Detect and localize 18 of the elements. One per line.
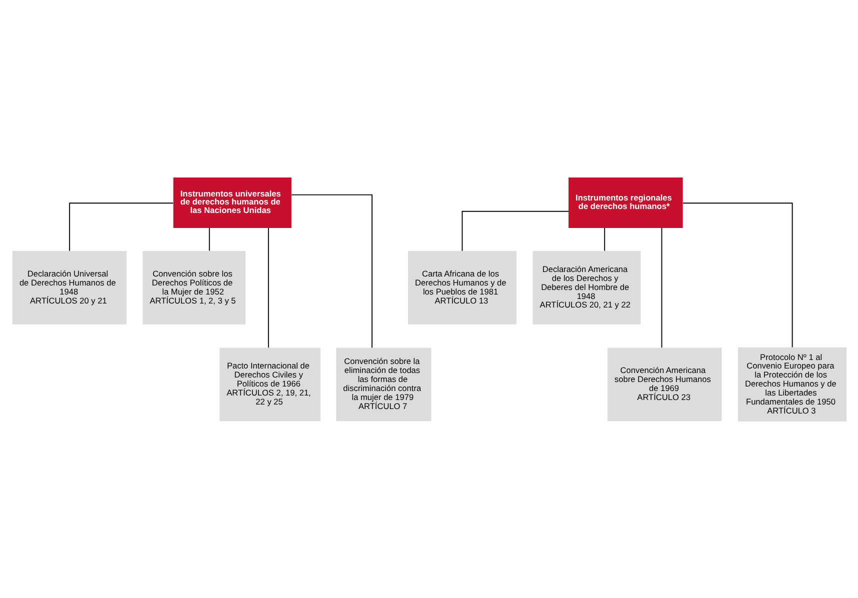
node-box: Instrumentos universales de derechos humanos de las Naciones Unidas (172, 177, 291, 228)
connector (208, 227, 210, 251)
node-box: Protocolo Nº 1 al Convenio Europeo para la Protección de los Derechos Humanos y de las Libertades Fundamentales de 1950 ARTÍCULO 3 (738, 346, 846, 421)
connector (68, 202, 174, 251)
node-box: Declaración Universal de Derechos Humanos de 1948 ARTÍCULOS 20 y 21 (12, 250, 126, 324)
connector (267, 227, 268, 348)
node-box: Pacto Internacional de Derechos Civiles y Políticos de 1966 ARTÍCULOS 2, 19, 21, 22 y 25 (219, 347, 320, 421)
node-box: Convención Americana sobre Derechos Humanos de 1969 ARTÍCULO 23 (606, 347, 722, 421)
connector (290, 194, 372, 348)
node-box: Instrumentos regionales de derechos humanos* (568, 177, 682, 228)
connector (660, 227, 662, 348)
node-box: Convención sobre los Derechos Políticos de la Mujer de 1952 ARTÍCULOS 1, 2, 3 y 5 (142, 250, 245, 324)
node-box: Convención sobre la eliminación de todas las formas de discriminación contra la mujer de 1979 ARTÍCULO 7 (336, 347, 431, 421)
connector (461, 210, 568, 251)
node-box: Carta Africana de los Derechos Humanos y de los Pueblos de 1981 ARTÍCULO 13 (407, 250, 516, 324)
connector (604, 227, 605, 251)
connector (682, 202, 792, 348)
node-box: Declaración Americana de los Derechos y Deberes del Hombre de 1948 ARTÍCULOS 20, 21 y 22 (532, 250, 640, 324)
